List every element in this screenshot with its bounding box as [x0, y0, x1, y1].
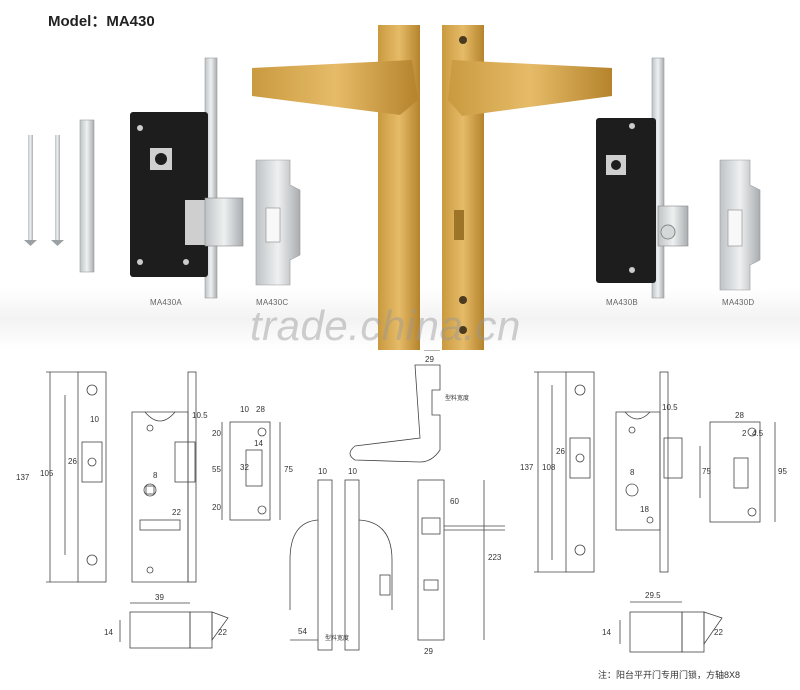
dim-rcase-18: 18 — [640, 505, 649, 514]
caption-ma430d: MA430D — [722, 298, 755, 307]
product-photos — [24, 25, 761, 350]
dim-right-26: 26 — [556, 447, 565, 456]
left-case-drawing — [131, 371, 197, 583]
dim-strike-20b: 20 — [212, 503, 221, 512]
screws-icon — [24, 119, 95, 273]
right-latch-drawing — [619, 601, 723, 653]
dim-strike-75: 75 — [284, 465, 293, 474]
lock-body-b-icon — [596, 57, 689, 299]
lock-body-a-icon — [130, 57, 244, 299]
dim-latch-14: 14 — [104, 628, 113, 637]
dim-strike-20a: 20 — [212, 429, 221, 438]
dim-handle-29b: 29 — [424, 647, 433, 656]
dim-case-10-5: 10.5 — [192, 411, 208, 420]
dim-handle-29: 29 — [425, 355, 434, 364]
technical-drawings: 137 105 26 10 10.5 8 22 10 28 20 14 32 5… — [16, 350, 787, 656]
left-strike-drawing — [221, 421, 281, 521]
left-latch-drawing — [119, 602, 229, 649]
dim-case-8: 8 — [153, 471, 158, 480]
right-strike-drawing — [699, 421, 776, 523]
right-case-drawing — [615, 371, 683, 573]
handle-front-drawing — [289, 479, 393, 651]
left-faceplate-drawing — [46, 371, 107, 583]
dim-left-26: 26 — [68, 457, 77, 466]
dim-rlatch-22: 22 — [714, 628, 723, 637]
dim-handle-223: 223 — [488, 553, 502, 562]
dim-strike-55: 55 — [212, 465, 221, 474]
caption-ma430c: MA430C — [256, 298, 289, 307]
dim-rstrike-75: 75 — [702, 467, 711, 476]
dim-right-108: 108 — [542, 463, 556, 472]
dim-latch-39: 39 — [155, 593, 164, 602]
handle-note-1: 型料宽度 — [445, 394, 469, 402]
dim-strike-28: 28 — [256, 405, 265, 414]
strike-plate-d-icon — [719, 159, 761, 291]
dim-rcase-8: 8 — [630, 468, 635, 477]
caption-ma430a: MA430A — [150, 298, 182, 307]
handle-plate-drawing — [417, 479, 505, 641]
dim-rlatch-14: 14 — [602, 628, 611, 637]
dim-left-137: 137 — [16, 473, 30, 482]
handle-note-2: 型料宽度 — [325, 634, 349, 642]
right-faceplate-drawing — [534, 371, 595, 573]
dim-strike-10: 10 — [240, 405, 249, 414]
dim-left-105: 105 — [40, 469, 54, 478]
dim-left-10: 10 — [90, 415, 99, 424]
dim-rstrike-2: 2 — [742, 429, 747, 438]
watermark: trade.china.cn — [250, 302, 521, 349]
model-title: Model：MA430 — [48, 13, 155, 30]
handle-side-drawing — [349, 350, 441, 463]
dim-handle-54: 54 — [298, 627, 307, 636]
dim-rstrike-95: 95 — [778, 467, 787, 476]
strike-plate-c-icon — [255, 159, 301, 286]
dim-strike-14: 14 — [254, 439, 263, 448]
handle-set-icon — [252, 25, 612, 350]
dim-handle-10a: 10 — [318, 467, 327, 476]
dim-rstrike-28: 28 — [735, 411, 744, 420]
dim-case-22: 22 — [172, 508, 181, 517]
dim-rstrike-4-5: 4.5 — [752, 429, 764, 438]
dim-right-137: 137 — [520, 463, 534, 472]
dim-strike-32: 32 — [240, 463, 249, 472]
dim-rlatch-29-5: 29.5 — [645, 591, 661, 600]
caption-ma430b: MA430B — [606, 298, 638, 307]
footnote: 注：阳台平开门专用门锁，方轴8X8 — [598, 670, 741, 680]
dim-handle-60: 60 — [450, 497, 459, 506]
dim-rcase-10-5: 10.5 — [662, 403, 678, 412]
dim-latch-22: 22 — [218, 628, 227, 637]
dim-handle-10b: 10 — [348, 467, 357, 476]
